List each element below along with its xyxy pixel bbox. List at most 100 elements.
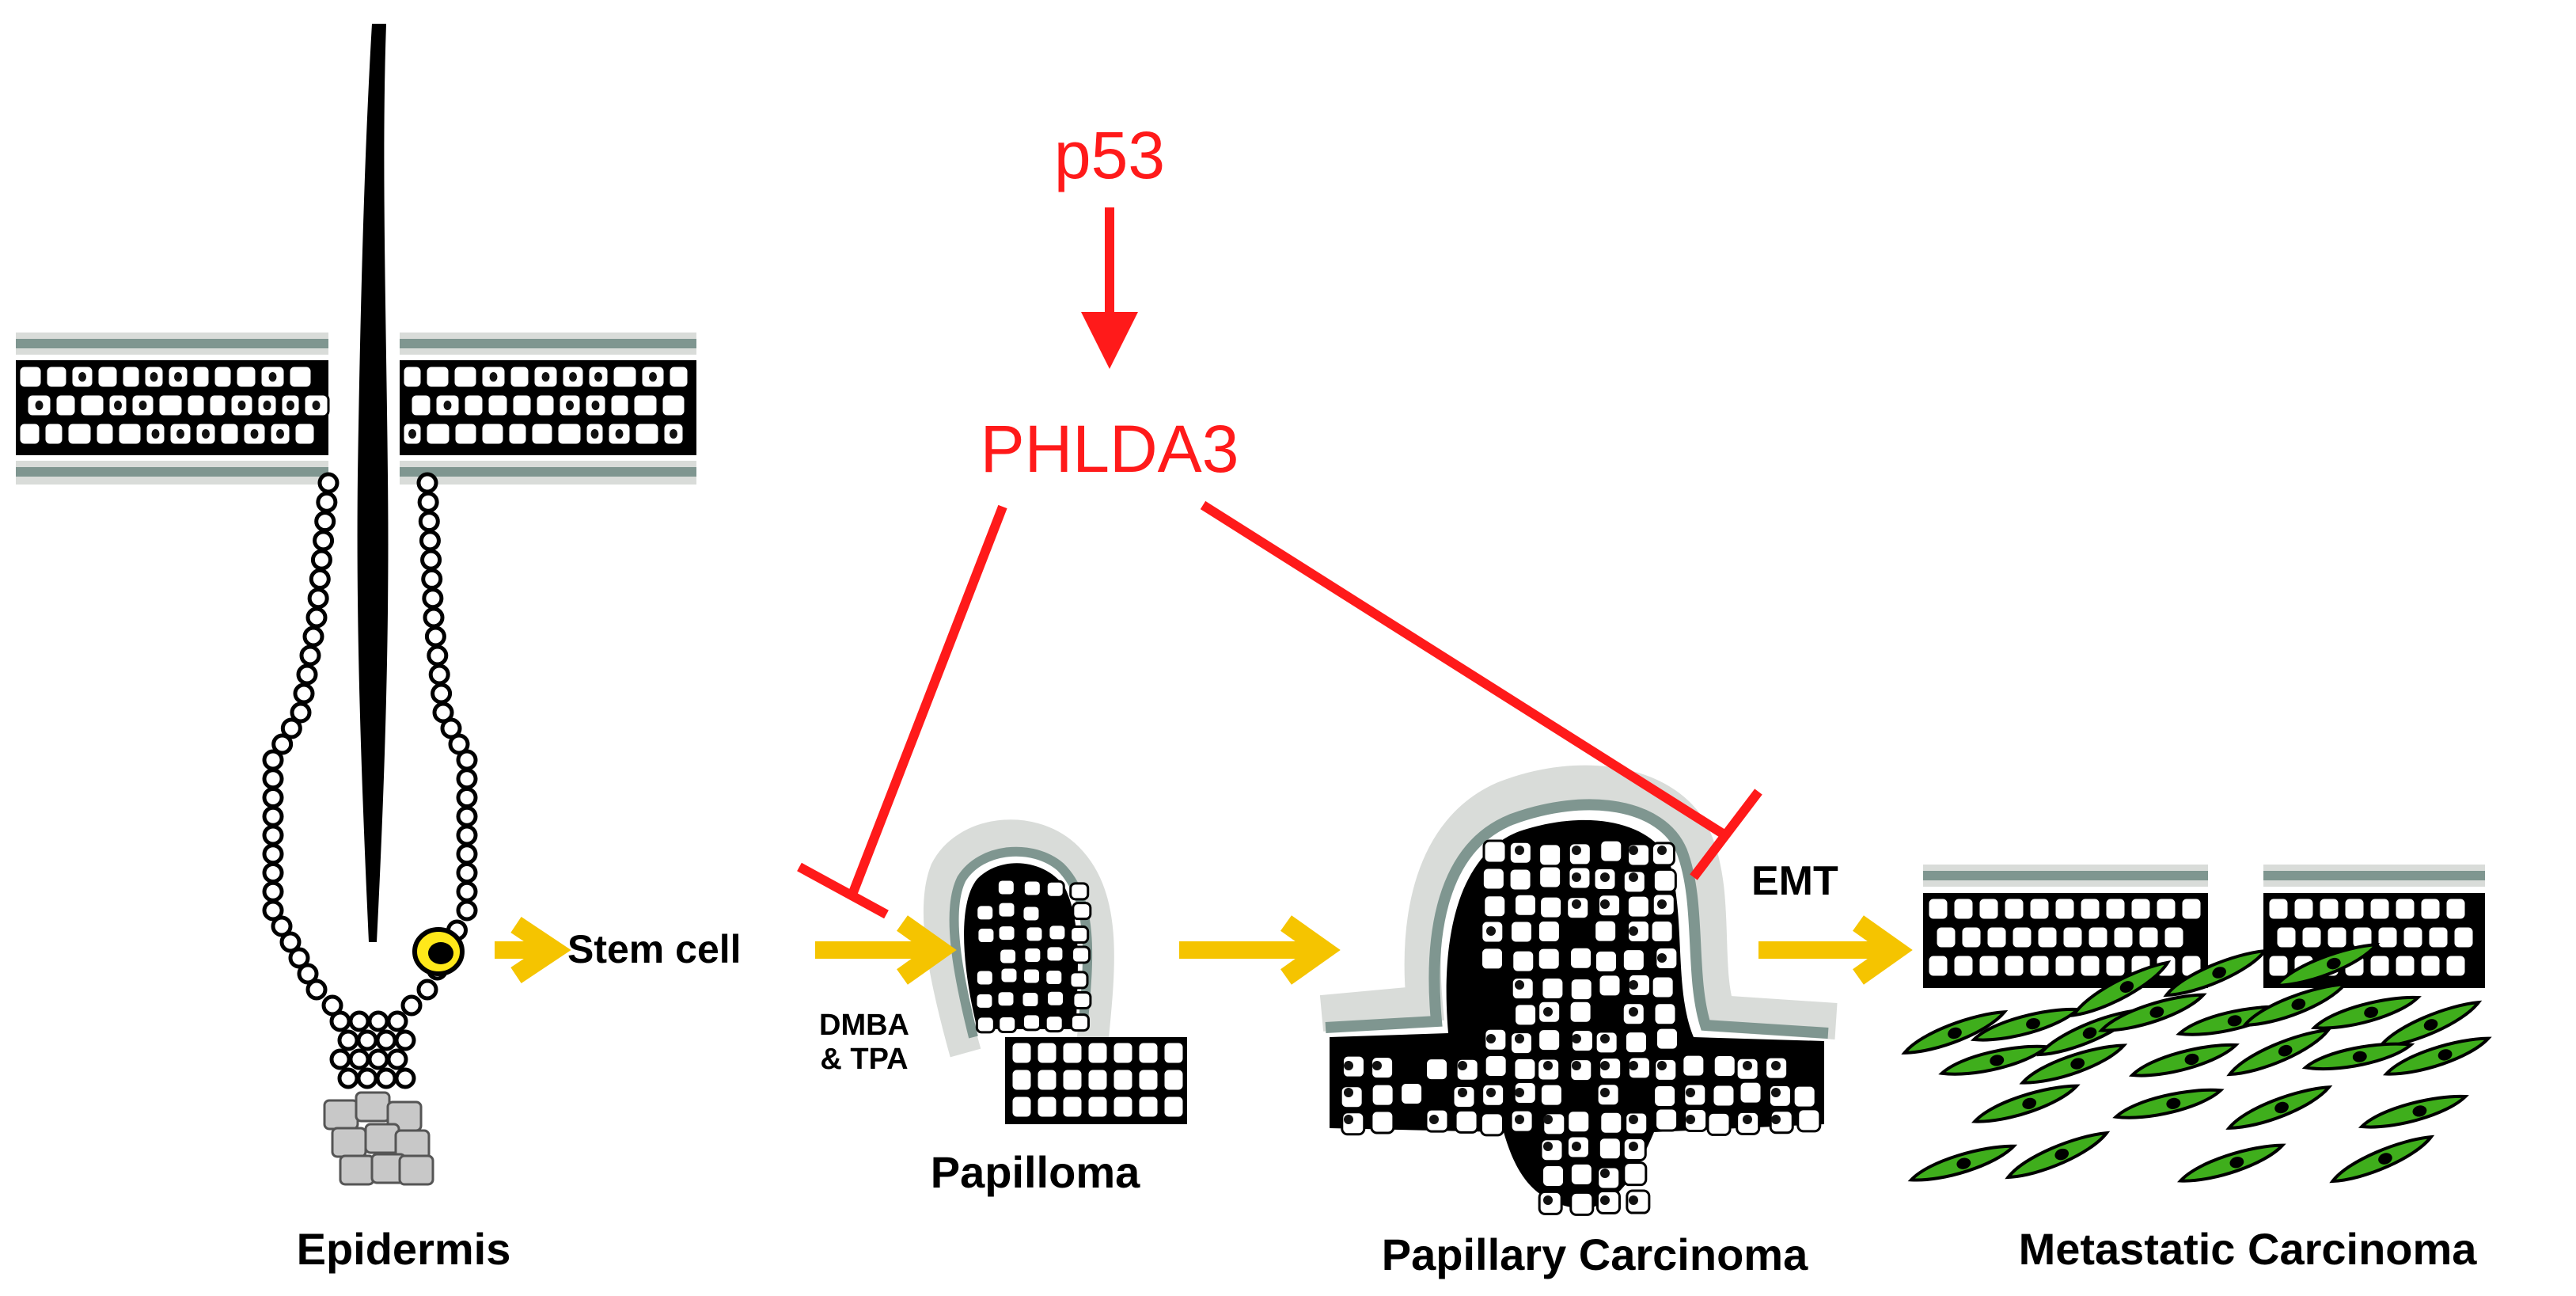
follicle-cell — [309, 568, 331, 590]
papilloma-base-cell — [1086, 1094, 1110, 1119]
epidermal-cell — [453, 421, 479, 447]
follicle-cell — [375, 1029, 397, 1051]
cell-nucleus — [590, 429, 599, 439]
phlda3-label: PHLDA3 — [981, 412, 1239, 486]
mesenchymal-cell-nucleus — [2227, 1015, 2242, 1027]
follicle-cell — [262, 880, 284, 903]
bulb-cell — [323, 1099, 359, 1131]
papilloma-cell — [975, 1015, 996, 1034]
cell-nucleus — [276, 429, 284, 439]
cell-nucleus — [1543, 1142, 1553, 1151]
carcinoma-cell — [1706, 1111, 1732, 1136]
mesenchymal-cell — [2176, 1143, 2286, 1183]
cell-nucleus — [1600, 1034, 1610, 1043]
follicle-cell — [262, 824, 284, 846]
cell-nucleus — [263, 401, 271, 410]
bulb-cell — [355, 1091, 391, 1123]
cell-nucleus — [1657, 899, 1667, 909]
carcinoma-cell — [1567, 842, 1592, 867]
cell-nucleus — [114, 401, 122, 410]
mesenchymal-cell-nucleus — [2326, 957, 2341, 970]
papilloma-cell — [974, 968, 995, 987]
cell-nucleus — [1429, 1115, 1439, 1124]
carcinoma-cell — [1712, 1053, 1737, 1078]
follicle-cell — [424, 625, 446, 648]
papilloma-base-cell — [1162, 1040, 1186, 1066]
hair-follicle — [262, 472, 478, 1089]
mesenchymal-cell-nucleus — [2378, 1153, 2392, 1165]
papilloma-cell — [1045, 989, 1066, 1008]
epidermal-cell — [157, 393, 184, 418]
epithelial-cell — [1926, 953, 1950, 979]
papilloma-cells — [964, 863, 1187, 1124]
carcinoma-cell — [1536, 918, 1561, 944]
carcinoma-cell — [1513, 1002, 1538, 1028]
mesenchymal-cell — [2112, 1088, 2225, 1119]
mesenchymal-cell-body — [2382, 1036, 2492, 1076]
follicle-cell — [329, 1010, 351, 1032]
carcinoma-cell — [1738, 1080, 1763, 1105]
epithelial-cell — [2368, 896, 2392, 922]
carcinoma-cell — [1538, 1082, 1564, 1108]
carcinoma-cell — [1481, 866, 1506, 891]
papilloma-cell — [1022, 879, 1042, 898]
follicle-cell — [421, 568, 443, 590]
cell-nucleus — [1372, 1061, 1382, 1070]
follicle-cell — [279, 931, 302, 953]
epithelial-cell — [2028, 953, 2051, 979]
carcinoma-cell — [1652, 1083, 1678, 1108]
epithelial-cell — [2444, 953, 2468, 979]
papilloma-cell — [1020, 990, 1041, 1009]
follicle-cell — [456, 768, 478, 790]
progression-arrows — [495, 915, 1913, 985]
carcinoma-cell — [1622, 1161, 1648, 1187]
papillary-carcinoma-stroma-outer — [1319, 765, 1838, 1039]
epithelial-cell — [2267, 953, 2290, 979]
epidermal-cell — [401, 364, 423, 390]
phlda3-inhibits-tumor-initiation — [846, 504, 1007, 901]
epithelial-cell — [2137, 925, 2161, 950]
cell-nucleus — [1629, 1195, 1638, 1205]
papilloma-base-cell — [1035, 1067, 1059, 1093]
papilloma-base-cell — [1162, 1094, 1186, 1119]
epidermal-cell — [409, 393, 433, 418]
mesenchymal-cell-nucleus — [2229, 1157, 2244, 1169]
follicle-cell — [386, 1010, 408, 1032]
cell-nucleus — [1344, 1061, 1353, 1070]
epidermal-cell — [17, 364, 44, 390]
epidermis-label: Epidermis — [297, 1224, 511, 1274]
epidermal-cell — [611, 364, 639, 390]
mesenchymal-cell — [2358, 1094, 2469, 1129]
follicle-cell — [297, 963, 319, 985]
carcinoma-cell — [1538, 842, 1563, 868]
carcinoma-cell — [1711, 1083, 1736, 1108]
follicle-cell — [375, 1067, 397, 1089]
follicle-cell — [456, 862, 478, 884]
epidermal-cell — [191, 364, 211, 390]
mesenchymal-cell — [1901, 1010, 2009, 1055]
epithelial-cell — [2267, 896, 2290, 922]
cell-nucleus — [1686, 1088, 1695, 1097]
carcinoma-cell — [1626, 972, 1652, 998]
carcinoma-cell — [1510, 976, 1535, 1001]
papilloma-cell — [996, 878, 1016, 897]
epithelial-cell — [2426, 925, 2450, 950]
carcinoma-cell — [1566, 1109, 1592, 1134]
mesenchymal-cell — [2382, 1036, 2492, 1076]
follicle-cell — [456, 843, 478, 865]
carcinoma-cell — [1512, 1056, 1538, 1081]
mesenchymal-cell-nucleus — [2184, 1053, 2199, 1066]
epithelial-cell — [2401, 925, 2425, 950]
carcinoma-cell — [1650, 975, 1675, 1000]
papilloma-cell — [997, 1015, 1018, 1034]
epidermal-cell — [480, 421, 506, 447]
carcinoma-cell — [1681, 1053, 1706, 1078]
mesenchymal-cell-nucleus — [2070, 1058, 2085, 1070]
carcinoma-cell — [1654, 1107, 1679, 1132]
carcinoma-cell — [1538, 865, 1563, 890]
cell-nucleus — [312, 401, 321, 410]
papilloma-cell — [1069, 1013, 1090, 1032]
cell-nucleus — [1657, 846, 1667, 855]
follicle-cell — [423, 606, 445, 629]
